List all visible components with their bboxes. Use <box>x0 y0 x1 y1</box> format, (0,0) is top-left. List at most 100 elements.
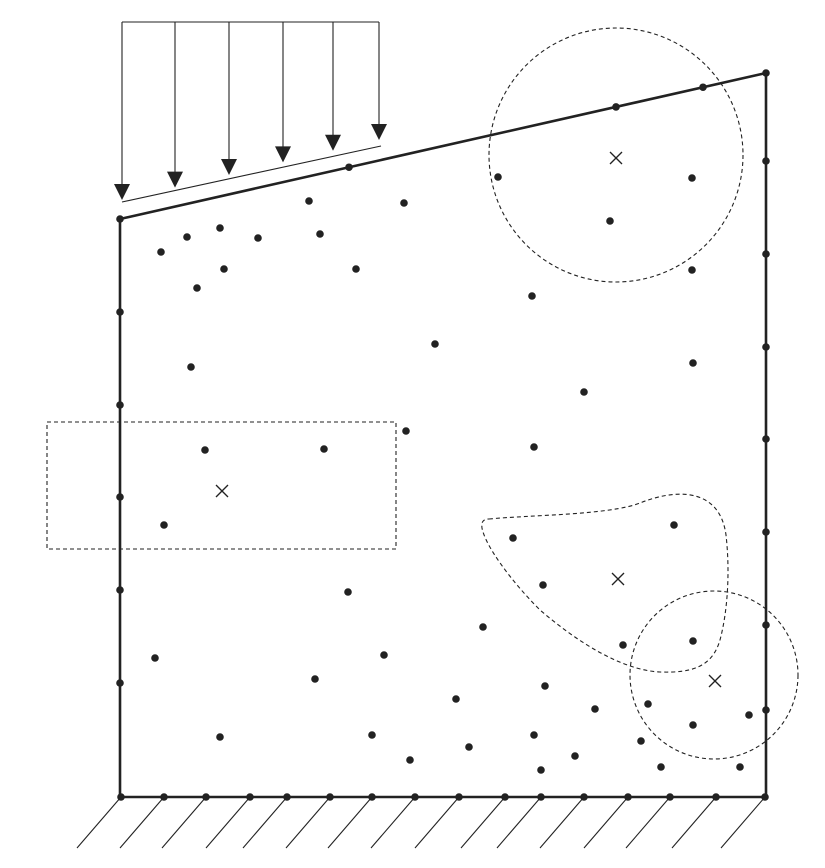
interior-node <box>637 737 645 745</box>
interior-node <box>745 711 753 719</box>
boundary-node <box>160 793 168 801</box>
boundary-node <box>762 343 770 351</box>
load-arrowhead <box>221 159 237 176</box>
boundary-nodes <box>116 69 770 801</box>
hatch-line <box>119 796 165 849</box>
interior-node <box>689 359 697 367</box>
interior-node <box>537 766 545 774</box>
hatch-line <box>205 796 251 849</box>
interior-node <box>688 174 696 182</box>
hatch-line <box>720 796 766 849</box>
interior-node <box>187 363 195 371</box>
boundary-node <box>345 163 353 172</box>
hatch-line <box>327 796 373 849</box>
evaluation-point-cross <box>609 151 623 165</box>
hatch-line <box>285 796 331 849</box>
boundary-node <box>117 793 125 801</box>
boundary-node <box>761 793 769 801</box>
fixed-support-hatching <box>76 796 766 849</box>
distributed-load <box>114 21 387 203</box>
hatch-line <box>625 796 671 849</box>
boundary-node <box>612 103 620 111</box>
interior-node <box>689 721 697 729</box>
interior-node <box>509 534 517 542</box>
interior-node <box>311 675 319 683</box>
interior-node <box>380 651 388 659</box>
hatch-line <box>496 796 542 849</box>
interior-node <box>580 388 588 396</box>
interior-node <box>571 752 579 760</box>
interior-node <box>539 581 547 589</box>
evaluation-point-cross <box>708 674 722 688</box>
hatch-line <box>76 796 122 849</box>
interior-node <box>216 733 224 741</box>
interior-node <box>465 743 473 751</box>
hatch-line <box>161 796 207 849</box>
load-arrowhead <box>371 123 387 140</box>
hatch-line <box>242 796 288 849</box>
interior-node <box>689 637 697 645</box>
interior-node <box>201 446 209 454</box>
hatch-line <box>583 796 629 849</box>
boundary-node <box>712 793 720 801</box>
boundary-node <box>116 308 124 316</box>
interior-node <box>670 521 678 529</box>
interior-node <box>400 199 408 207</box>
cross-stroke <box>609 151 623 165</box>
interior-node <box>530 443 538 451</box>
interior-node <box>368 731 376 739</box>
interior-node <box>452 695 460 703</box>
interior-node <box>216 224 224 232</box>
boundary-node <box>116 586 124 594</box>
hatch-line <box>414 796 460 849</box>
evaluation-point-cross <box>611 572 625 586</box>
boundary-node <box>762 621 770 629</box>
evaluation-points <box>215 151 722 688</box>
interior-node <box>151 654 159 662</box>
interior-node <box>157 248 165 256</box>
load-base-line <box>121 145 382 203</box>
interior-node <box>606 217 614 225</box>
interior-node <box>402 427 410 435</box>
interior-node <box>305 197 313 205</box>
boundary-node <box>368 793 376 801</box>
interior-node <box>220 265 228 273</box>
interior-node <box>352 265 360 273</box>
rectangular-support-domain <box>46 421 397 550</box>
boundary-node <box>762 528 770 536</box>
boundary-node <box>202 793 210 801</box>
boundary-node <box>580 793 588 801</box>
hatch-line <box>539 796 585 849</box>
boundary-node <box>116 215 124 223</box>
interior-node <box>541 682 549 690</box>
interior-node <box>183 233 191 241</box>
cross-stroke <box>215 484 229 498</box>
boundary-node <box>762 250 770 258</box>
boundary-node <box>666 793 674 801</box>
cross-stroke <box>611 572 625 586</box>
boundary-node <box>455 793 463 801</box>
interior-node <box>479 623 487 631</box>
hatch-line <box>460 796 506 849</box>
irregular-support-domain <box>481 493 729 673</box>
interior-node <box>316 230 324 238</box>
support-domains <box>46 27 799 760</box>
interior-node <box>494 173 502 181</box>
boundary-node <box>116 679 124 687</box>
boundary-node <box>762 157 770 165</box>
boundary-node <box>326 793 334 801</box>
boundary-node <box>624 793 632 801</box>
hatch-line <box>370 796 416 849</box>
boundary-node <box>116 493 124 501</box>
boundary-node <box>762 435 770 443</box>
circular-support-domain-top <box>488 27 744 283</box>
boundary-node <box>501 793 509 801</box>
boundary-node <box>246 793 254 801</box>
interior-node <box>160 521 168 529</box>
interior-node <box>530 731 538 739</box>
load-arrowhead <box>167 171 183 188</box>
boundary-node <box>537 793 545 801</box>
evaluation-point-cross <box>215 484 229 498</box>
